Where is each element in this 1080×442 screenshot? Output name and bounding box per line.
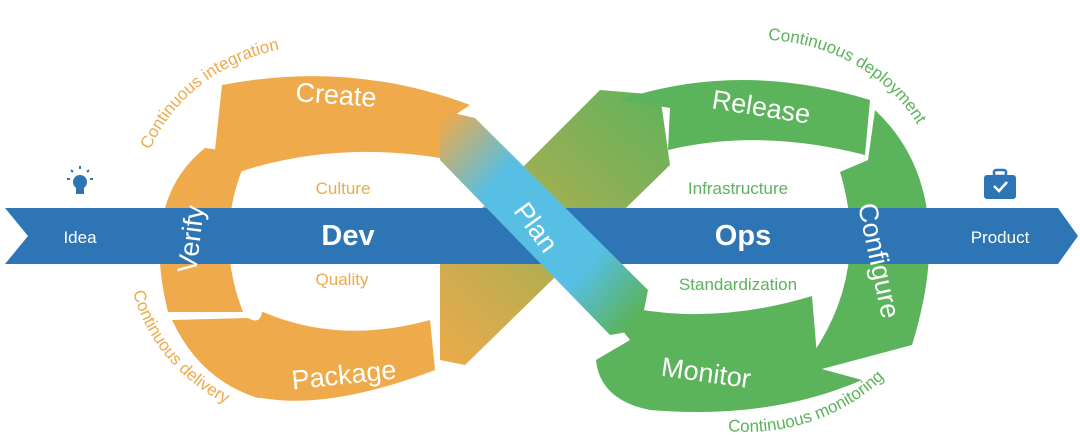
product-label: Product [971,228,1030,247]
lightbulb-icon [67,166,93,194]
dev-label: Dev [321,220,374,252]
create-label: Create [295,77,378,113]
create-segment [215,76,470,175]
standardization-label: Standardization [679,275,797,294]
package-segment [172,312,435,401]
idea-label: Idea [63,228,97,247]
briefcase-check-icon [984,168,1016,199]
plan-band [440,110,648,335]
monitor-segment [596,296,862,412]
ops-label: Ops [715,220,771,252]
release-segment [620,80,870,155]
quality-label: Quality [316,270,369,289]
dev-ring [159,76,470,401]
culture-label: Culture [316,179,371,198]
infrastructure-label: Infrastructure [688,179,788,198]
